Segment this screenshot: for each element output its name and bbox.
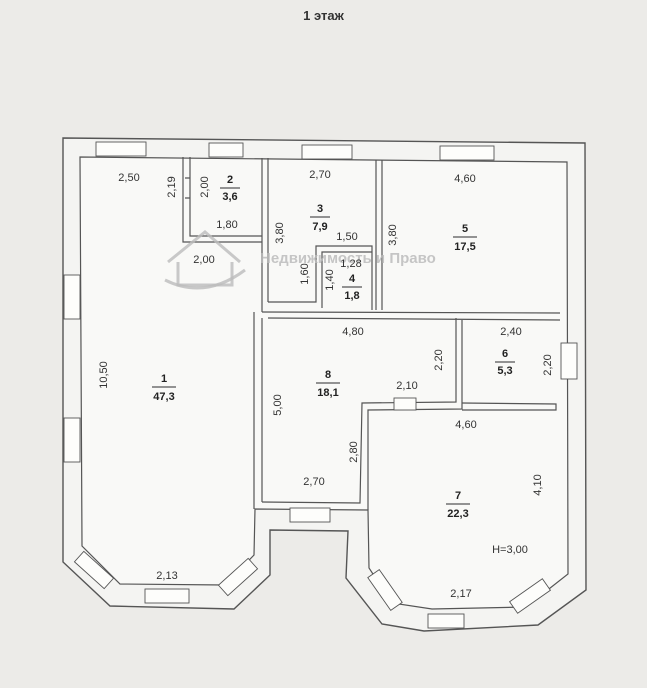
room-5-number: 5 <box>462 223 468 235</box>
window <box>63 274 81 320</box>
window <box>95 141 147 157</box>
dim-r5-left: 3,80 <box>387 224 399 245</box>
dim-r5-top: 4,60 <box>454 173 475 185</box>
window <box>439 145 495 161</box>
window <box>208 142 244 158</box>
partitions <box>182 157 561 510</box>
dim-r1-left: 10,50 <box>98 361 110 389</box>
floor-title: 1 этаж <box>303 8 344 23</box>
dim-r1-top: 2,50 <box>118 172 139 184</box>
watermark: Недвижимость и Право <box>164 230 436 290</box>
dim-r2-height-a: 2,19 <box>166 176 178 197</box>
dim-r8-right-bottom: 2,80 <box>348 441 360 462</box>
window <box>367 568 403 612</box>
dim-r1-bottom: 2,13 <box>156 570 177 582</box>
dim-r7-top: 4,60 <box>455 419 476 431</box>
dim-r3-left: 3,80 <box>274 222 286 243</box>
dim-r4-top: 1,28 <box>340 258 361 270</box>
window <box>508 578 552 614</box>
entrance-door <box>289 507 331 523</box>
room-1-area: 47,3 <box>153 391 174 403</box>
room-labels: 1 47,3 2 3,6 3 7,9 4 1,8 5 17,5 6 5,3 7 … <box>152 174 515 520</box>
dim-r3-top: 2,70 <box>309 169 330 181</box>
window <box>63 417 81 463</box>
dimension-labels: 2,50 10,50 2,00 2,13 1,80 2,19 2,00 2,70… <box>98 169 554 600</box>
room-6-number: 6 <box>502 348 508 360</box>
room-7-area: 22,3 <box>447 508 468 520</box>
dim-r1-mid: 2,00 <box>193 254 214 266</box>
room-2-area: 3,6 <box>222 191 237 203</box>
dim-r8-bottom: 2,70 <box>303 476 324 488</box>
dim-r7-bottom: 2,17 <box>450 588 471 600</box>
ceiling-height: H=3,00 <box>492 544 528 556</box>
room-4-area: 1,8 <box>344 290 359 302</box>
window <box>301 144 353 160</box>
dim-r4-left-a: 1,60 <box>299 263 311 284</box>
dim-r2-height-b: 2,00 <box>199 176 211 197</box>
dim-r8-top: 4,80 <box>342 326 363 338</box>
room-6-area: 5,3 <box>497 365 512 377</box>
house-logo-icon <box>167 230 241 287</box>
door <box>393 397 417 411</box>
dim-r6-top: 2,40 <box>500 326 521 338</box>
room-5-area: 17,5 <box>454 241 475 253</box>
dim-r4-left-b: 1,40 <box>324 269 336 290</box>
room-2-number: 2 <box>227 174 233 186</box>
dim-r3-mid: 1,50 <box>336 231 357 243</box>
dim-r2-width: 1,80 <box>216 219 237 231</box>
room-7-number: 7 <box>455 490 461 502</box>
dim-r8-step: 2,10 <box>396 380 417 392</box>
window <box>560 342 578 380</box>
window <box>217 557 259 597</box>
dim-r6-right: 2,20 <box>542 354 554 375</box>
room-3-number: 3 <box>317 203 323 215</box>
window <box>427 613 465 629</box>
dim-r8-right-top: 2,20 <box>433 349 445 370</box>
room-8-area: 18,1 <box>317 387 338 399</box>
room-4-number: 4 <box>349 273 356 285</box>
room-8-number: 8 <box>325 369 331 381</box>
dim-r8-left: 5,00 <box>272 394 284 415</box>
windows <box>63 141 578 629</box>
window <box>73 550 115 590</box>
room-1-number: 1 <box>161 373 167 385</box>
dim-r7-right: 4,10 <box>532 474 544 495</box>
watermark-text: Недвижимость и Право <box>260 250 436 267</box>
window <box>144 588 190 604</box>
room-3-area: 7,9 <box>312 221 327 233</box>
